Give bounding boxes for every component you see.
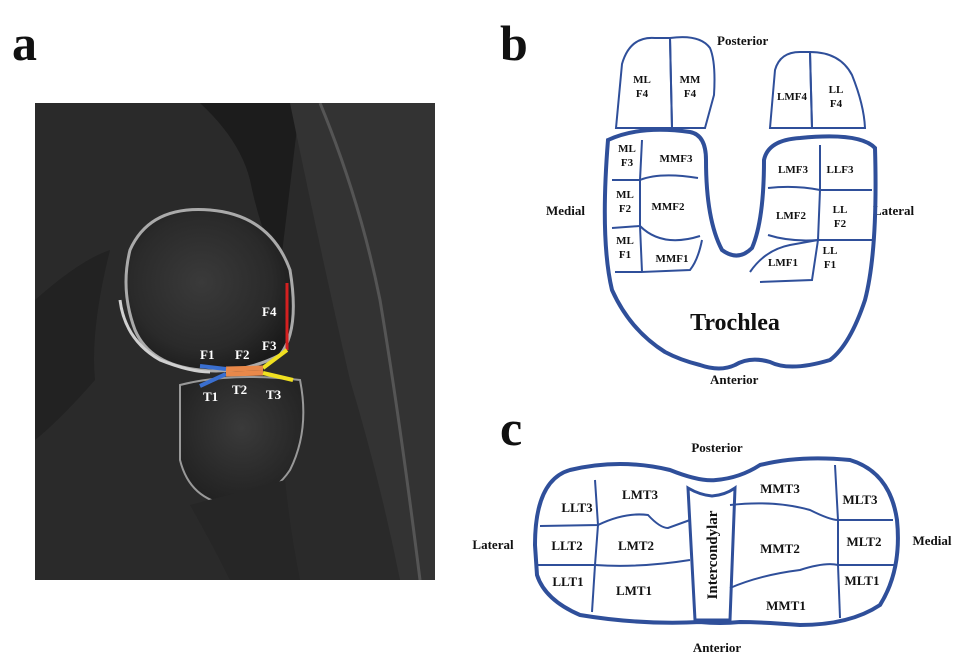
region-mlt3: MLT3 bbox=[843, 492, 878, 507]
div-mmt3 bbox=[730, 503, 838, 520]
panel-label-a: a bbox=[12, 15, 37, 71]
div-llt1 bbox=[592, 565, 595, 612]
tibia-lateral-label: Lateral bbox=[472, 537, 514, 552]
region-lmf4: LMF4 bbox=[777, 91, 807, 103]
label-f3: F3 bbox=[262, 338, 277, 353]
div-mmt2 bbox=[730, 564, 838, 588]
tibia-anterior-label: Anterior bbox=[693, 640, 742, 655]
femur-anterior-label: Anterior bbox=[710, 372, 759, 387]
region-llt2: LLT2 bbox=[551, 538, 582, 553]
segment-t2 bbox=[226, 373, 263, 374]
div-mmf2 bbox=[640, 226, 700, 240]
label-f1: F1 bbox=[200, 347, 214, 362]
region-lmt3: LMT3 bbox=[622, 487, 659, 502]
region-lmf4-shape bbox=[770, 52, 812, 128]
femur-posterior-label: Posterior bbox=[717, 33, 768, 48]
region-mmf1: MMF1 bbox=[656, 253, 689, 265]
panel-label-b: b bbox=[500, 15, 528, 71]
label-t3: T3 bbox=[266, 387, 282, 402]
region-mmt3: MMT3 bbox=[760, 481, 800, 496]
femur-medial-label: Medial bbox=[546, 203, 585, 218]
region-lmf3: LMF3 bbox=[778, 164, 808, 176]
label-f4: F4 bbox=[262, 304, 277, 319]
region-lmf2: LMF2 bbox=[776, 210, 806, 222]
tibia-posterior-label: Posterior bbox=[691, 440, 742, 455]
div-lmf3 bbox=[768, 187, 820, 190]
div-mlt1 bbox=[838, 565, 840, 618]
label-t2: T2 bbox=[232, 382, 247, 397]
region-mmt1: MMT1 bbox=[766, 598, 806, 613]
region-llt1: LLT1 bbox=[552, 574, 583, 589]
panel-label-c: c bbox=[500, 400, 522, 456]
div-lmt3 bbox=[598, 514, 690, 528]
region-lmf1: LMF1 bbox=[768, 257, 798, 269]
region-mlt1: MLT1 bbox=[845, 573, 880, 588]
label-t1: T1 bbox=[203, 389, 218, 404]
div-lmt2 bbox=[595, 560, 690, 566]
label-f2: F2 bbox=[235, 347, 249, 362]
region-mmf3: MMF3 bbox=[660, 153, 693, 165]
region-mmf2: MMF2 bbox=[652, 201, 685, 213]
region-mlt2: MLT2 bbox=[847, 534, 882, 549]
segment-f2 bbox=[226, 368, 263, 369]
tibia-medial-label: Medial bbox=[913, 533, 952, 548]
trochlea-label: Trochlea bbox=[690, 310, 780, 336]
tibia-diagram: Posterior Anterior Lateral Medial LLT3 L… bbox=[472, 440, 951, 655]
region-mmt2: MMT2 bbox=[760, 541, 800, 556]
region-llt3: LLT3 bbox=[561, 500, 593, 515]
div-mmf3 bbox=[640, 175, 698, 180]
region-llf3: LLF3 bbox=[827, 164, 854, 176]
region-lmt1: LMT1 bbox=[616, 583, 652, 598]
region-lmt2: LMT2 bbox=[618, 538, 654, 553]
femur-lateral-label: Lateral bbox=[873, 203, 915, 218]
mri-image: F4 F3 F2 F1 T1 T2 T3 bbox=[35, 103, 435, 580]
intercondylar-label: Intercondylar bbox=[705, 510, 721, 599]
div-lmf2 bbox=[768, 235, 818, 240]
